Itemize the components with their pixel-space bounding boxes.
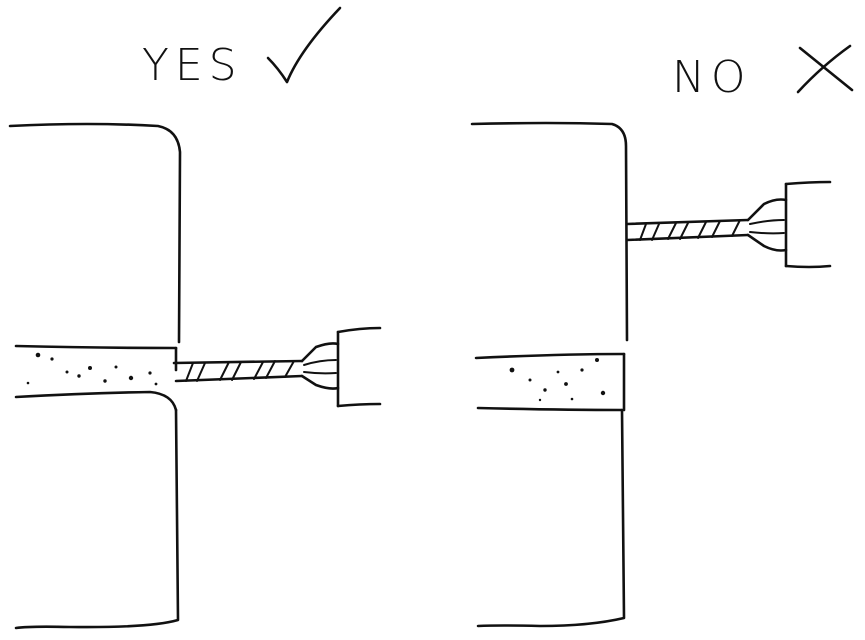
yes-panel: YES	[8, 6, 382, 630]
yes-label: YES	[142, 40, 243, 91]
drill-bit	[625, 218, 750, 242]
mortar-joint	[474, 352, 626, 412]
lower-brick	[14, 408, 180, 630]
drill-bit	[172, 359, 304, 383]
upper-brick	[470, 121, 629, 342]
upper-brick	[8, 122, 182, 344]
no-label: NO	[672, 52, 752, 103]
x-mark-icon	[796, 44, 854, 94]
checkmark-icon	[266, 6, 342, 84]
drill-chuck	[300, 326, 382, 408]
mortar-joint	[14, 344, 178, 412]
drill-chuck	[746, 180, 832, 269]
lower-brick	[476, 408, 626, 628]
no-panel: NO	[470, 44, 854, 628]
